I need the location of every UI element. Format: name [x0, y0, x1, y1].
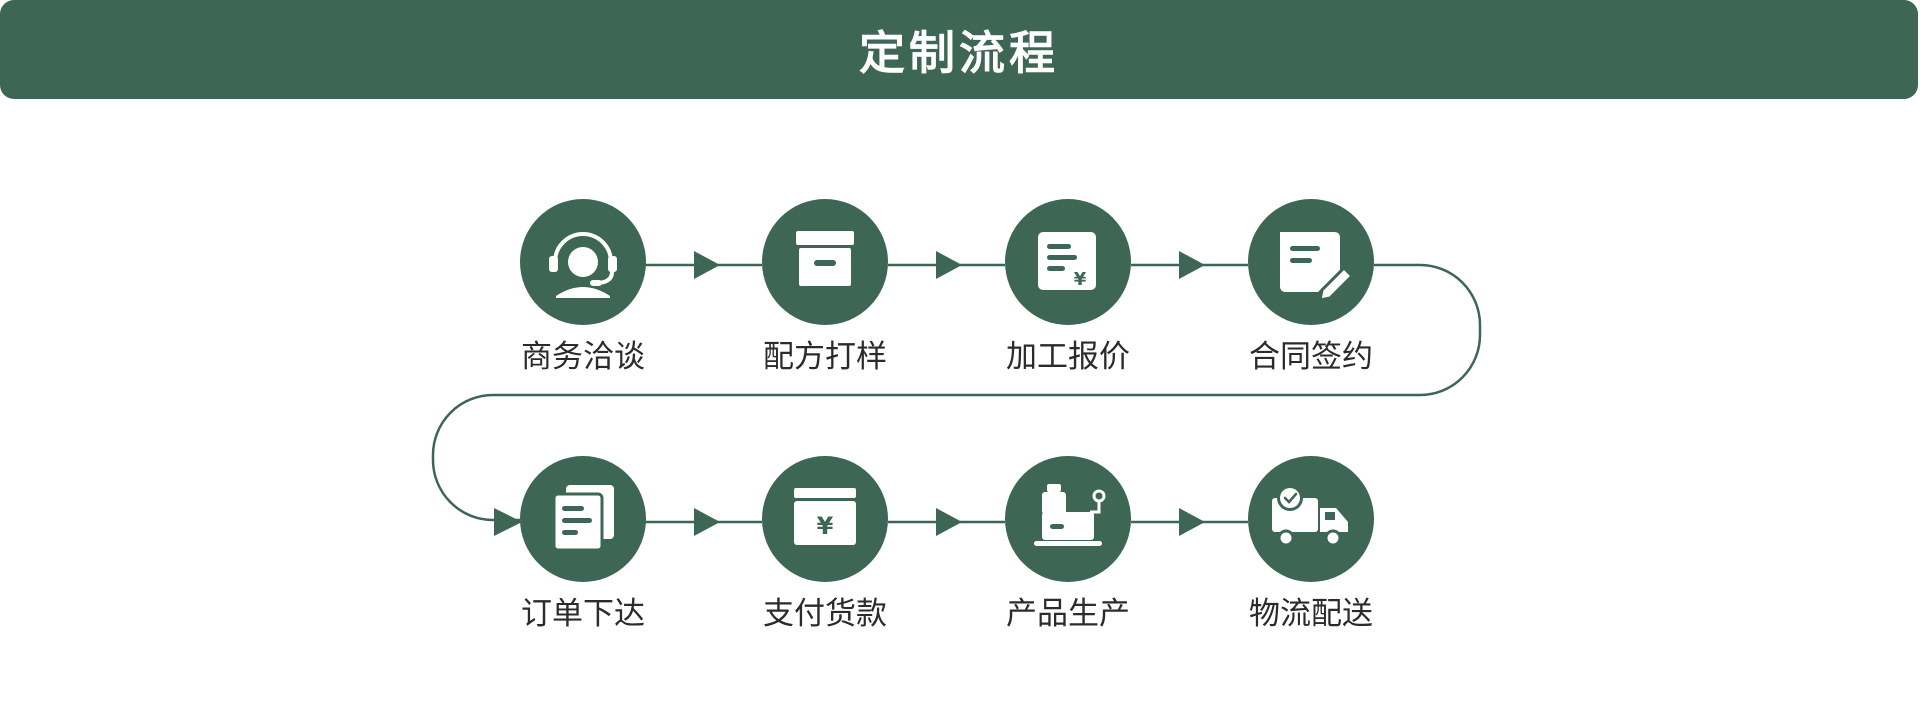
page-title: 定制流程	[859, 25, 1059, 80]
step-label: 商务洽谈	[521, 339, 645, 375]
arrow-5-6-icon	[694, 508, 720, 536]
step-label: 支付货款	[763, 596, 887, 632]
step-label: 产品生产	[1006, 596, 1130, 632]
step-node-3: ¥ 加工报价	[1005, 199, 1131, 375]
flow-arrowheads	[494, 251, 1205, 536]
header-banner: 定制流程	[0, 0, 1918, 99]
arrow-1-2-icon	[694, 251, 720, 279]
box-icon	[796, 231, 854, 286]
arrow-7-8-icon	[1179, 508, 1205, 536]
step-label: 合同签约	[1249, 339, 1373, 375]
documents-icon	[552, 485, 614, 552]
connector-4-5	[431, 263, 1482, 522]
step-node-4: 合同签约	[1248, 199, 1374, 375]
arrow-6-7-icon	[936, 508, 962, 536]
production-machine-icon	[1034, 484, 1106, 546]
delivery-truck-icon	[1272, 485, 1348, 547]
step-node-2: 配方打样	[762, 199, 888, 375]
svg-text:¥: ¥	[817, 512, 834, 540]
step-label: 物流配送	[1249, 596, 1373, 632]
step-node-5: 订单下达	[520, 456, 646, 632]
arrow-3-4-icon	[1179, 251, 1205, 279]
step-node-8: 物流配送	[1248, 456, 1374, 632]
step-node-7: 产品生产	[1005, 456, 1131, 632]
step-label: 订单下达	[521, 596, 645, 632]
arrow-2-3-icon	[936, 251, 962, 279]
step-node-1: 商务洽谈	[520, 199, 646, 375]
quote-document-icon: ¥	[1038, 232, 1096, 290]
yuan-wallet-icon: ¥	[794, 488, 856, 545]
step-label: 配方打样	[763, 339, 887, 375]
arrow-4-5-icon	[494, 508, 522, 536]
step-label: 加工报价	[1006, 339, 1130, 375]
svg-text:¥: ¥	[1074, 269, 1087, 290]
step-node-6: ¥ 支付货款	[762, 456, 888, 632]
note-pencil-icon	[1280, 232, 1355, 302]
